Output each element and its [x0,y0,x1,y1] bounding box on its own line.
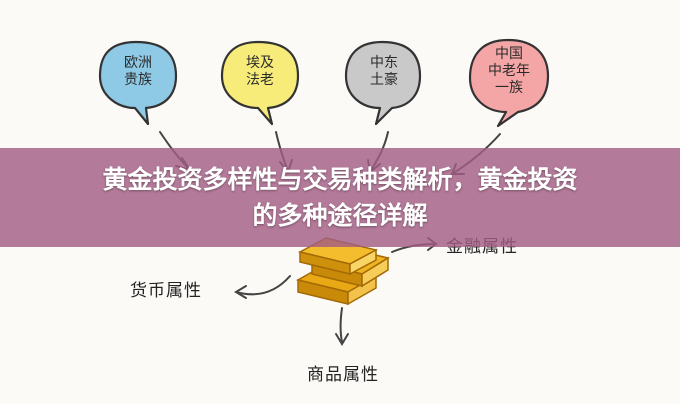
speech-bubble-europe [98,40,178,126]
banner-title-line-1: 黄金投资多样性与交易种类解析，黄金投资 [102,164,578,194]
speech-bubble-middle-east [344,40,422,126]
bubble-text-egypt: 埃及 法老 [246,55,274,88]
bubble-text-middle-east: 中东 土豪 [370,55,398,88]
commodity-attribute-label: 商品属性 [307,365,379,385]
title-banner: 黄金投资多样性与交易种类解析，黄金投资 的多种途径详解 [0,148,680,247]
bubble-text-europe: 欧洲 贵族 [124,55,152,88]
gold-bars-icon [295,237,390,306]
arrow-to-commodity [335,307,349,346]
speech-bubble-china [468,38,550,128]
bubble-text-china: 中国 中老年 一族 [488,46,530,96]
currency-attribute-label: 货币属性 [130,281,202,301]
banner-title-line-2: 的多种途径详解 [252,200,428,230]
arrow-to-currency [234,275,291,299]
speech-bubble-egypt [220,40,300,126]
